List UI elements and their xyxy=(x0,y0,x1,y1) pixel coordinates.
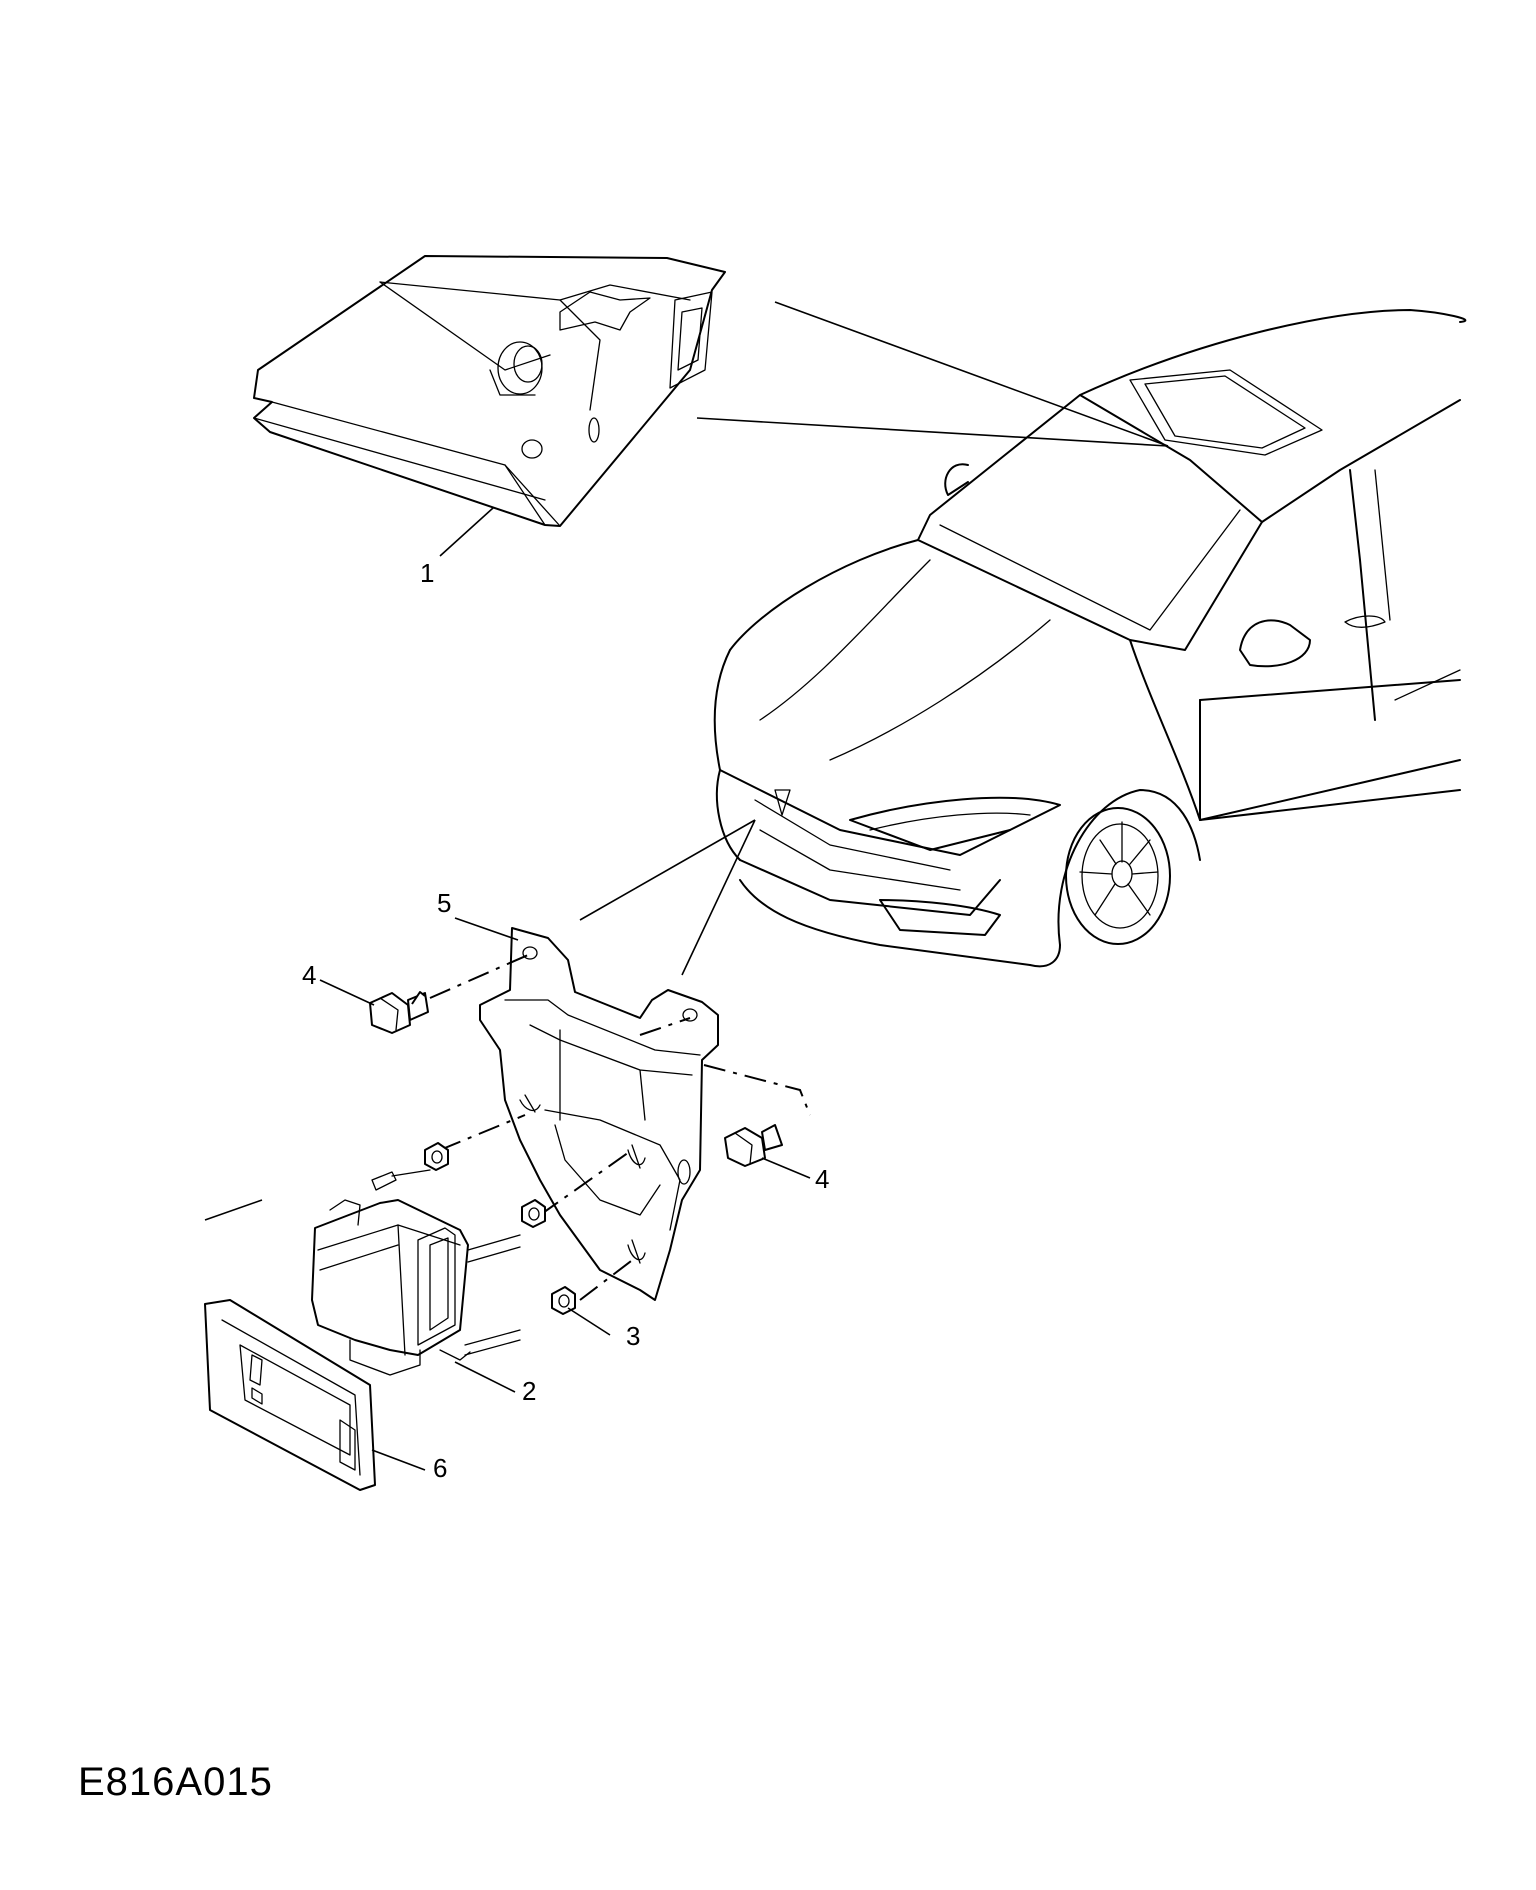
part-3-nut-1 xyxy=(424,1142,449,1171)
leader-line-roof-bottom xyxy=(696,417,1169,447)
part-1-camera-module xyxy=(253,255,726,527)
callout-4-left: 4 xyxy=(302,960,316,990)
part-3-nut-2 xyxy=(521,1199,546,1228)
callout-6: 6 xyxy=(433,1453,447,1483)
callout-2: 2 xyxy=(522,1376,536,1406)
part-2-radar-sensor xyxy=(311,1169,521,1376)
vehicle-outline xyxy=(713,309,1467,968)
figure-code: E816A015 xyxy=(78,1760,273,1804)
leader-line-bumper-left xyxy=(579,819,756,921)
part-3-nut-3 xyxy=(551,1286,576,1315)
part-5-bracket xyxy=(479,927,719,1301)
leader-line-bumper-right xyxy=(681,819,756,976)
callout-3: 3 xyxy=(626,1321,640,1351)
part-4-bolt-right xyxy=(724,1124,783,1167)
callout-4-right: 4 xyxy=(815,1164,829,1194)
callout-5: 5 xyxy=(437,888,451,918)
leader-line-roof-top xyxy=(774,301,1169,447)
callout-1: 1 xyxy=(420,558,434,588)
part-4-bolt-left xyxy=(369,991,429,1034)
part-6-bezel-cover xyxy=(204,1299,376,1491)
